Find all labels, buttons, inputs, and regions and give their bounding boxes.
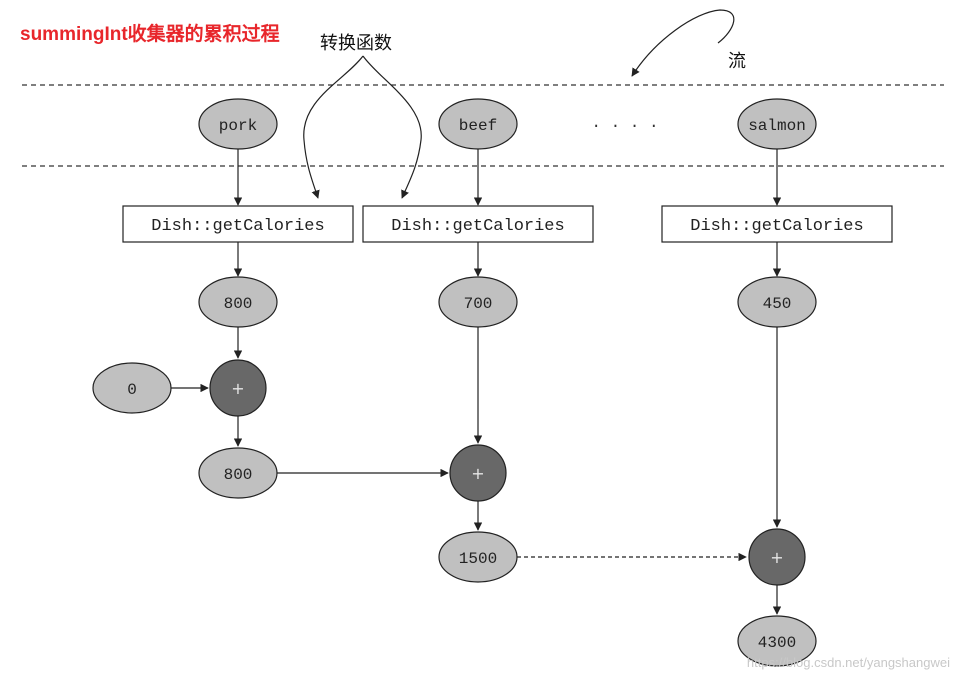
transform-arrow-right [362,55,422,199]
final-sum-value: 4300 [758,634,796,652]
partial-sum-value: 800 [224,466,253,484]
function-box-3 [661,205,893,243]
function-label: Dish::getCalories [690,217,863,236]
stream-arrow [631,9,735,77]
stream-label: 流 [728,51,746,72]
stream-item-label: beef [459,117,497,135]
watermark: https://blog.csdn.net/yangshangwei [747,655,950,670]
transform-function-label: 转换函数 [320,33,392,54]
calorie-value: 700 [464,295,493,313]
function-label: Dish::getCalories [151,217,324,236]
diagram-title: summingInt收集器的累积过程 [20,22,280,45]
partial-sum-value: 1500 [459,550,497,568]
plus-symbol: + [231,379,244,398]
plus-symbol: + [770,548,783,567]
initial-value: 0 [127,381,137,399]
function-box-1 [122,205,354,243]
stream-item-label: pork [219,117,257,135]
calorie-value: 800 [224,295,253,313]
final-sum-node [737,615,817,667]
function-label: Dish::getCalories [391,217,564,236]
calorie-value: 450 [763,295,792,313]
function-box-2 [362,205,594,243]
transform-arrow-left [303,55,364,199]
stream-item-label: salmon [748,117,806,135]
ellipsis: · · · · [591,117,658,135]
plus-symbol: + [471,464,484,483]
